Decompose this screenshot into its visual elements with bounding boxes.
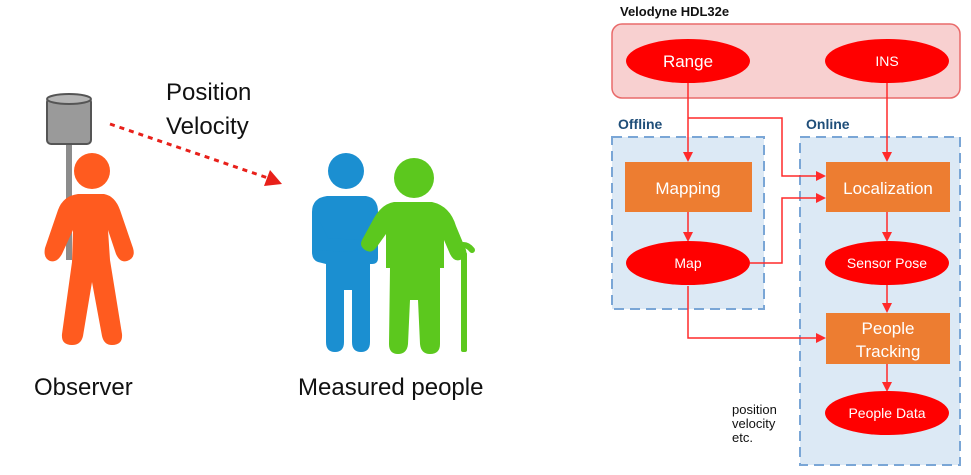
observer-body xyxy=(44,194,134,345)
node-sensor-pose-label: Sensor Pose xyxy=(847,255,927,271)
node-mapping-label: Mapping xyxy=(655,179,720,198)
offline-title: Offline xyxy=(618,116,663,132)
measurement-text: Position Velocity xyxy=(166,76,251,144)
measured-person-blue xyxy=(312,153,378,352)
node-map-label: Map xyxy=(674,255,701,271)
measurement-arrowhead xyxy=(264,170,282,186)
node-people-tracking-label-1: People xyxy=(862,319,915,338)
measurement-arrow xyxy=(109,122,269,180)
observer-head xyxy=(74,153,110,189)
observer-figure xyxy=(44,93,134,345)
output-note-position: position xyxy=(732,402,777,417)
node-mapping xyxy=(625,162,752,212)
online-title: Online xyxy=(806,116,850,132)
node-people-tracking-label-2: Tracking xyxy=(856,342,921,361)
observer-label: Observer xyxy=(34,374,133,401)
node-map xyxy=(626,241,750,285)
range-to-localization xyxy=(688,117,826,181)
node-ins xyxy=(825,39,949,83)
node-range xyxy=(626,39,750,83)
node-people-data-label: People Data xyxy=(848,405,925,421)
measured-person-green xyxy=(361,158,475,354)
node-localization-label: Localization xyxy=(843,179,933,198)
map-to-localization xyxy=(750,193,826,264)
node-sensor-pose xyxy=(825,241,949,285)
output-note-velocity: velocity xyxy=(732,416,776,431)
node-people-data xyxy=(825,391,949,435)
measurement-position: Position xyxy=(166,79,252,106)
node-people-tracking xyxy=(826,313,950,364)
pipeline-connectors xyxy=(683,80,892,392)
sensor-box-title: Velodyne HDL32e xyxy=(620,4,730,19)
output-note: position velocity etc. xyxy=(732,403,777,445)
cane-icon xyxy=(451,242,475,352)
node-localization xyxy=(826,162,950,212)
node-ins-label: INS xyxy=(875,53,898,69)
map-to-tracking xyxy=(687,286,826,343)
measurement-velocity: Velocity xyxy=(166,113,249,140)
output-note-etc: etc. xyxy=(732,430,753,445)
lidar-sensor-icon xyxy=(46,93,92,145)
measured-people-label: Measured people xyxy=(298,374,484,401)
left-scene xyxy=(44,93,475,354)
node-range-label: Range xyxy=(663,52,713,71)
